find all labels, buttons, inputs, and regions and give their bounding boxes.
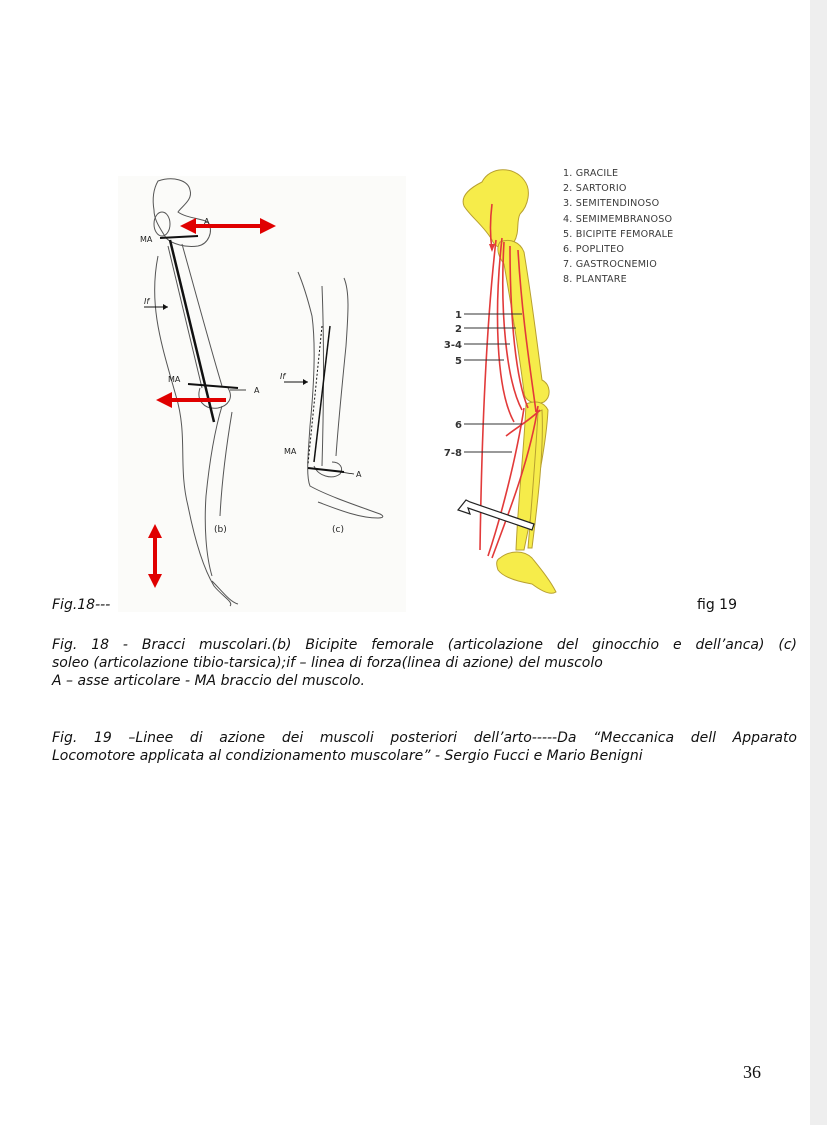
page-edge-strip — [810, 0, 827, 1125]
fig18-caption-line: A – asse articolare - MA braccio del mus… — [52, 673, 365, 689]
fig18-label-if-thigh: If — [144, 297, 150, 306]
fig18-label-ma-hip: MA — [140, 235, 153, 244]
fig18-label-if-leg: If — [280, 372, 286, 381]
fig18-caption-line: soleo (articolazione tibio-tarsica);if –… — [52, 655, 603, 671]
muscle-legend: 1. GRACILE 2. SARTORIO 3. SEMITENDINOSO … — [563, 166, 673, 288]
muscle-legend-item: 4. SEMIMEMBRANOSO — [563, 213, 673, 225]
fig19-leader-label: 2 — [455, 324, 462, 335]
muscle-legend-item: 1. GRACILE — [563, 168, 619, 179]
fig19-leader-label: 7-8 — [444, 448, 462, 459]
fig19-leader-label: 3-4 — [444, 340, 462, 351]
fig18-short-label: Fig.18--- — [52, 597, 111, 613]
fig19-leader-label: 6 — [455, 420, 462, 431]
muscle-legend-item: 5. BICIPITE FEMORALE — [563, 228, 674, 240]
fig18-label-b: (b) — [214, 525, 227, 535]
figure-18-leg-diagram: MA If MA A A (b) If MA A (c) — [118, 176, 406, 612]
muscle-legend-item: 2. SARTORIO — [563, 183, 627, 195]
fig18-caption: Fig. 18 - Bracci muscolari.(b) Bicipite … — [52, 636, 797, 690]
fig18-label-ma-ankle: MA — [284, 447, 297, 456]
muscle-legend-item: 3. SEMITENDINOSO — [563, 198, 660, 210]
muscle-legend-item: 6. POPLITEO — [563, 244, 625, 256]
fig18-label-ma-knee: MA — [168, 375, 181, 384]
fig18-caption-line: Fig. 18 - Bracci muscolari.(b) Bicipite … — [52, 637, 797, 653]
figure-19-muscle-diagram: 1 2 3-4 5 6 7-8 — [444, 169, 557, 594]
fig19-leader-label: 1 — [455, 310, 462, 321]
fig18-label-c: (c) — [332, 525, 344, 535]
fig19-caption-line: Fig. 19 –Linee di azione dei muscoli pos… — [52, 730, 797, 746]
fig19-leader-label: 5 — [455, 356, 462, 367]
fig19-short-label: fig 19 — [697, 597, 737, 613]
muscle-legend-item: 8. PLANTARE — [563, 274, 627, 286]
muscle-legend-item: 7. GASTROCNEMIO — [563, 259, 657, 271]
fig19-caption-line: Locomotore applicata al condizionamento … — [52, 748, 643, 764]
fig19-caption: Fig. 19 –Linee di azione dei muscoli pos… — [52, 729, 797, 765]
fig18-label-a-hip: A — [204, 217, 210, 226]
page-number: 36 — [743, 1062, 761, 1082]
fig18-label-a-ankle: A — [356, 470, 362, 479]
fig18-label-a-knee: A — [254, 386, 260, 395]
